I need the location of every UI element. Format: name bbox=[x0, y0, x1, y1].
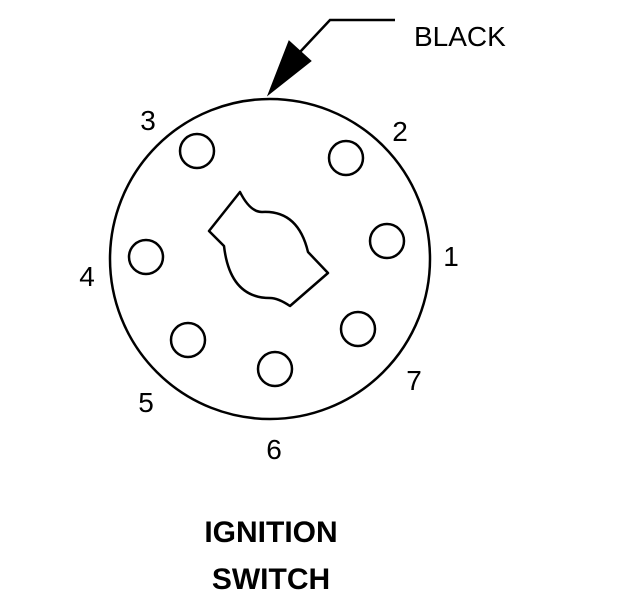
pin-label-5: 5 bbox=[138, 387, 154, 418]
pin-hole-2 bbox=[327, 139, 365, 177]
pin-label-7: 7 bbox=[406, 365, 422, 396]
pin-label-4: 4 bbox=[79, 261, 95, 292]
callout-label: BLACK bbox=[414, 21, 506, 52]
pin-hole-6 bbox=[256, 350, 294, 388]
pin-label-1: 1 bbox=[443, 241, 459, 272]
title-line-2: SWITCH bbox=[212, 563, 330, 596]
pin-label-6: 6 bbox=[266, 434, 282, 465]
callout-leader-line bbox=[299, 18, 395, 53]
pin-hole-7 bbox=[339, 310, 377, 348]
pin-hole-4 bbox=[127, 238, 165, 276]
pin-label-2: 2 bbox=[392, 116, 408, 147]
pin-hole-1 bbox=[368, 222, 406, 260]
pin-hole-5 bbox=[169, 321, 207, 359]
title-line-1: IGNITION bbox=[204, 516, 337, 549]
pin-hole-3 bbox=[178, 132, 216, 170]
pin-label-3: 3 bbox=[140, 105, 156, 136]
center-key-shaft bbox=[207, 190, 330, 308]
connector-body bbox=[108, 97, 432, 421]
callout-arrowhead bbox=[266, 40, 312, 97]
